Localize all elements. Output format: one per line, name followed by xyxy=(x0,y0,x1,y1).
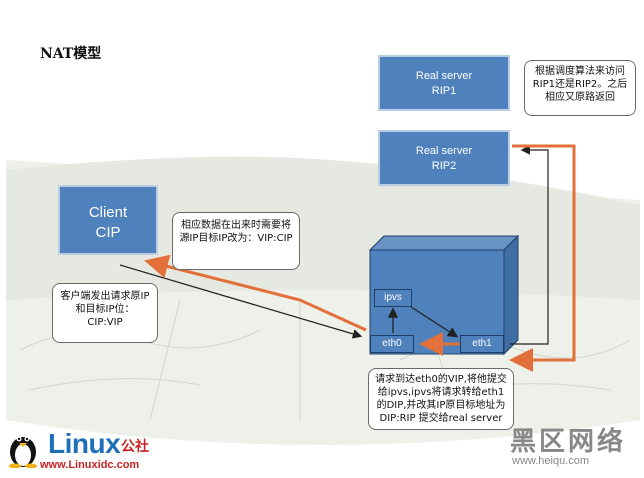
eth1-box: eth1 xyxy=(460,335,504,353)
ipvs-to-eth1-arrow xyxy=(404,302,459,338)
page-title: NAT模型 xyxy=(40,46,102,62)
realserver-return-arrow xyxy=(509,144,576,372)
director-note: 请求到达eth0的VIP,将他提交给ipvs,ipvs将请求转给eth1的DIP… xyxy=(368,368,514,430)
client-node: Client CIP xyxy=(58,185,158,255)
eth0-box: eth0 xyxy=(370,335,414,353)
tux-penguin-icon xyxy=(9,436,37,468)
response-to-client-arrow xyxy=(144,254,367,332)
watermark-url: www.heiqu.com xyxy=(512,455,590,467)
logo-url: www.Linuxidc.com xyxy=(40,459,140,471)
ipvs-box: ipvs xyxy=(374,289,412,307)
real-server-1-name: Real server xyxy=(415,70,473,82)
response-note: 相应数据在出来时需要将源IP目标IP改为：VIP:CIP xyxy=(172,212,300,270)
real-server-2-ip: RIP2 xyxy=(431,160,457,172)
real-server-1: Real server RIP1 xyxy=(378,55,510,111)
client-name: Client xyxy=(88,204,128,221)
logo-linux-text: Linux xyxy=(48,428,121,459)
real-server-2-name: Real server xyxy=(415,145,473,157)
eth1-to-realserver-arrow xyxy=(510,145,549,345)
real-server-1-ip: RIP1 xyxy=(431,85,457,97)
client-ip: CIP xyxy=(95,224,121,241)
client-request-note: 客户端发出请求原IP和目标IP位：CIP:VIP xyxy=(52,283,158,343)
watermark-text: 黑区网络 xyxy=(510,427,627,457)
scheduler-note: 根据调度算法来访问RIP1还是RIP2。之后相应又原路返回 xyxy=(524,60,636,116)
logo-cn-text: 公社 xyxy=(121,439,149,455)
real-server-2: Real server RIP2 xyxy=(378,130,510,186)
